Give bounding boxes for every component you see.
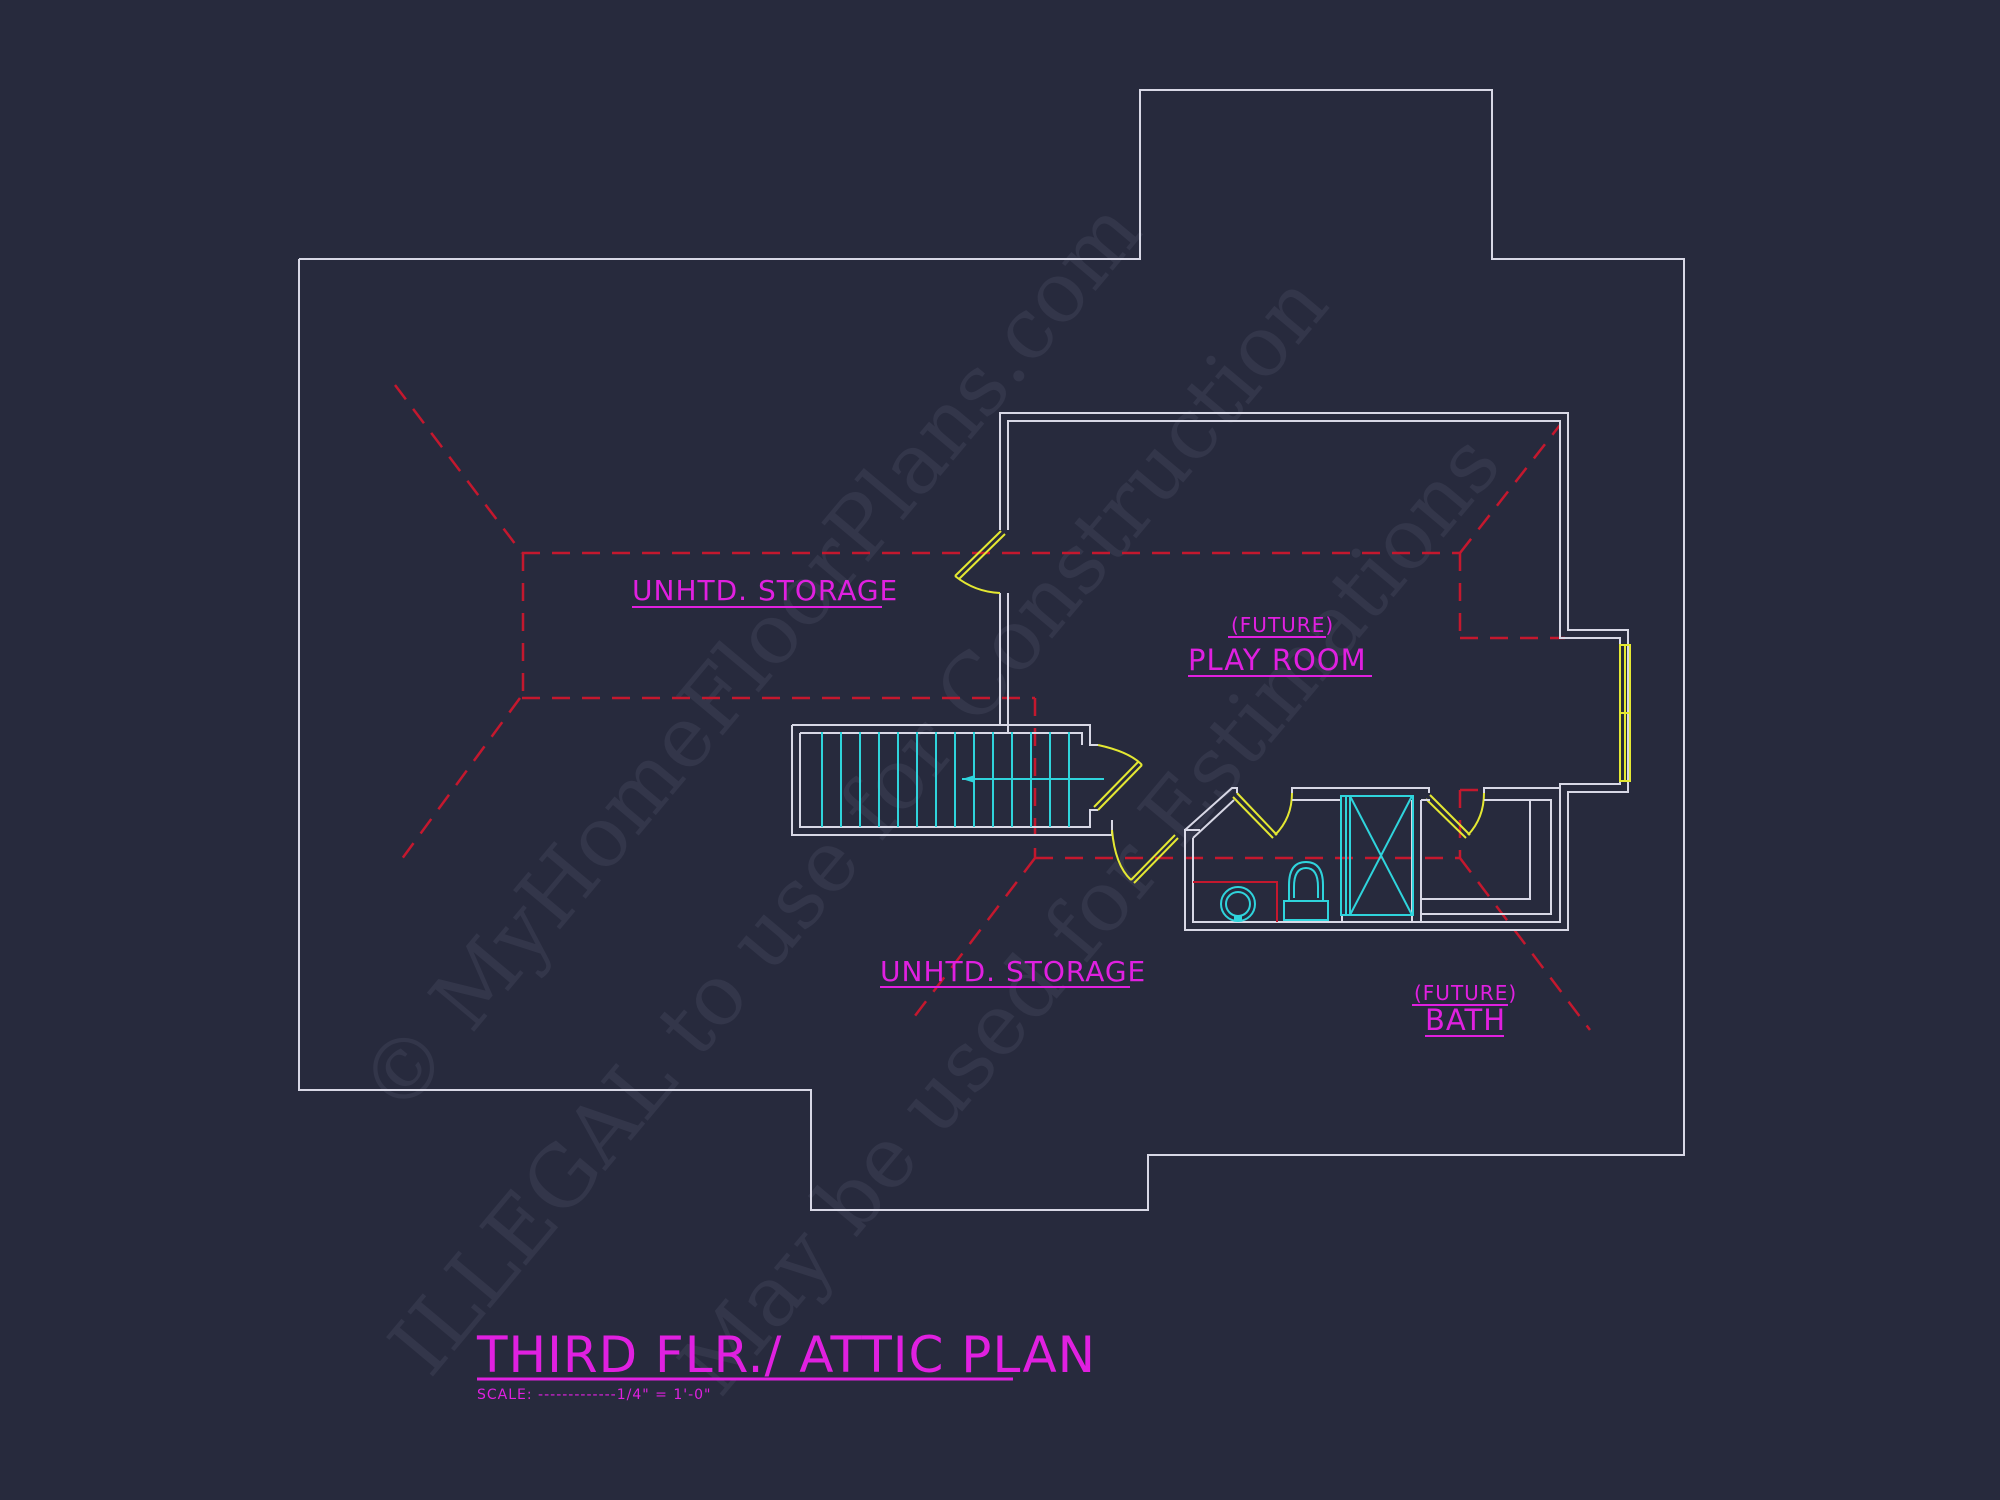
svg-text:(FUTURE): (FUTURE)	[1231, 613, 1334, 637]
label-storage-lower: UNHTD. STORAGE	[880, 955, 1146, 988]
stair-enclosure	[791, 724, 1113, 836]
roof-outline	[298, 89, 1685, 1211]
svg-text:BATH: BATH	[1425, 1003, 1506, 1037]
door-stair[interactable]	[1093, 744, 1143, 811]
label-bath: (FUTURE) BATH	[1412, 981, 1517, 1037]
door-storage-lower[interactable]	[1111, 829, 1179, 884]
door-closet[interactable]	[1425, 792, 1485, 839]
toilet-icon	[1283, 860, 1329, 921]
label-play-room: (FUTURE) PLAY ROOM	[1188, 613, 1372, 677]
svg-text:(FUTURE): (FUTURE)	[1414, 981, 1517, 1005]
door-bath[interactable]	[1232, 792, 1293, 839]
stair-direction-arrow-icon	[962, 775, 1104, 783]
roof-hip-lines	[394, 384, 1591, 1031]
shower-icon	[1340, 795, 1414, 916]
watermark: © MyHomeFloorPlans.com ILLEGAL to use fo…	[340, 182, 1519, 1412]
lavatory-icon	[1193, 881, 1278, 922]
drawing-title: THIRD FLR./ ATTIC PLAN	[476, 1326, 1096, 1384]
svg-text:UNHTD. STORAGE: UNHTD. STORAGE	[632, 574, 898, 607]
svg-text:UNHTD. STORAGE: UNHTD. STORAGE	[880, 955, 1146, 988]
label-storage-upper: UNHTD. STORAGE	[632, 574, 898, 608]
svg-text:PLAY ROOM: PLAY ROOM	[1188, 643, 1367, 677]
window-play-room[interactable]	[1619, 644, 1631, 782]
door-storage-upper[interactable]	[954, 530, 1006, 594]
drawing-scale: SCALE: -------------1/4" = 1'-0"	[477, 1387, 711, 1403]
drawing-title-block: THIRD FLR./ ATTIC PLAN SCALE: ----------…	[476, 1326, 1096, 1403]
